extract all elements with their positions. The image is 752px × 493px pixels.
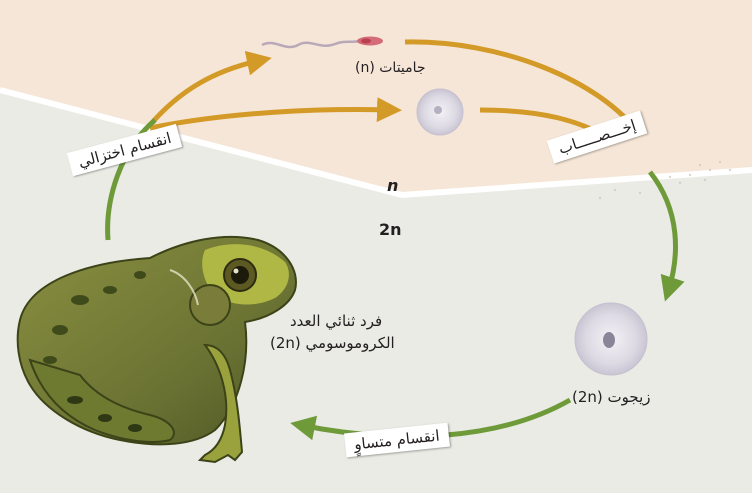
zygote-label: زيجوت (2n) [572, 388, 651, 406]
egg-cell [417, 89, 463, 135]
diploid-label: 2n [379, 220, 402, 239]
adult-label-line1: فرد ثنائي العدد [290, 312, 382, 330]
haploid-label: n [387, 176, 398, 195]
zygote-cell [575, 303, 647, 375]
gametes-label: جاميتات (n) [355, 60, 426, 76]
adult-label-line2: الكروموسومي (2n) [270, 334, 395, 352]
